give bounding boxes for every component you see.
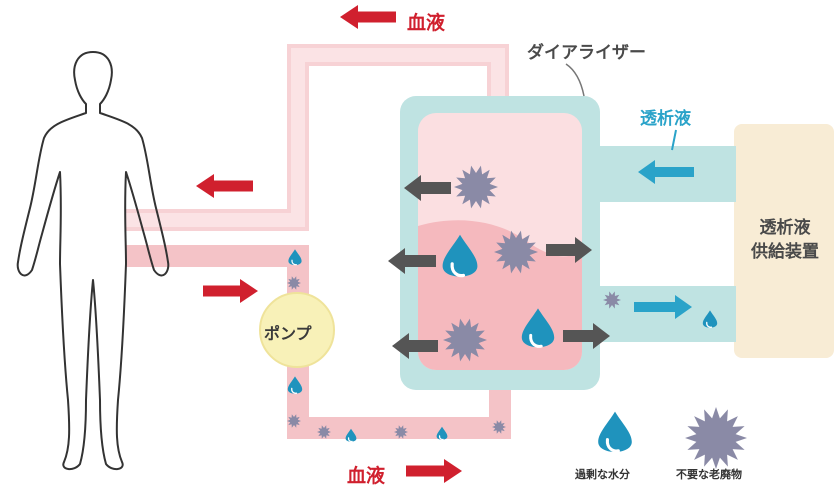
dialysate-pointer [671,129,677,151]
arrows [196,5,694,483]
dialyzer-label: ダイアライザー [527,43,646,63]
waste-particle-7 [317,425,331,439]
supply-label-line1: 透析液 [759,218,811,238]
blue-arrow-out [634,295,692,319]
blue-arrow-in [638,160,694,184]
gray-arrow-1 [404,175,451,201]
waste-particle-5 [287,276,301,290]
waste-particle-6 [287,414,301,428]
dialyzer-pointer [565,63,585,97]
legend-water-icon [598,411,632,452]
dialysate-supply-box [734,124,834,358]
supply-label: 透析液 供給装置 [740,216,830,264]
blood-top-label: 血液 [407,12,446,34]
gray-arrow-4 [392,333,438,359]
drops [287,234,718,453]
blood-arrow-return [196,174,253,198]
gray-arrow-3 [546,237,592,263]
legend-waste-label: 不要な老廃物 [676,468,742,481]
dialyzer [400,96,600,390]
legend-water-icon-highlight [605,438,620,453]
pump-label: ポンプ [264,324,312,343]
waste-particle-3 [443,318,487,362]
legend-waste-icon [685,407,747,469]
blood-bottom-label: 血液 [347,465,386,487]
water-drop-1-highlight [450,262,466,278]
pump-circle [259,292,335,368]
water-drop-4-highlight [291,259,297,266]
waste-particle-9 [492,420,506,434]
particles [287,165,747,469]
inflow-tube [125,245,511,439]
legend-water-label: 過剰な水分 [575,468,630,481]
waste-particle-4 [603,291,621,309]
gray-arrow-5 [563,323,610,349]
water-drop-6-highlight [347,437,353,443]
dialysate-label: 透析液 [640,109,691,129]
water-drop-3-highlight [706,321,713,328]
blood-arrow-top [340,5,396,29]
supply-label-line2: 供給装置 [751,242,819,262]
waste-particle-1 [454,165,498,209]
blood-tubes [125,44,511,439]
human-body-outline [16,51,170,470]
water-drop-7-highlight [438,435,444,441]
water-drop-5-highlight [291,387,298,394]
blood-arrow-inflow [203,279,258,303]
waste-particle-2 [494,230,538,274]
waste-particle-8 [394,425,408,439]
water-drop-2-highlight [529,333,543,348]
blood-arrow-bottom [406,459,462,483]
gray-arrow-2 [388,248,436,274]
